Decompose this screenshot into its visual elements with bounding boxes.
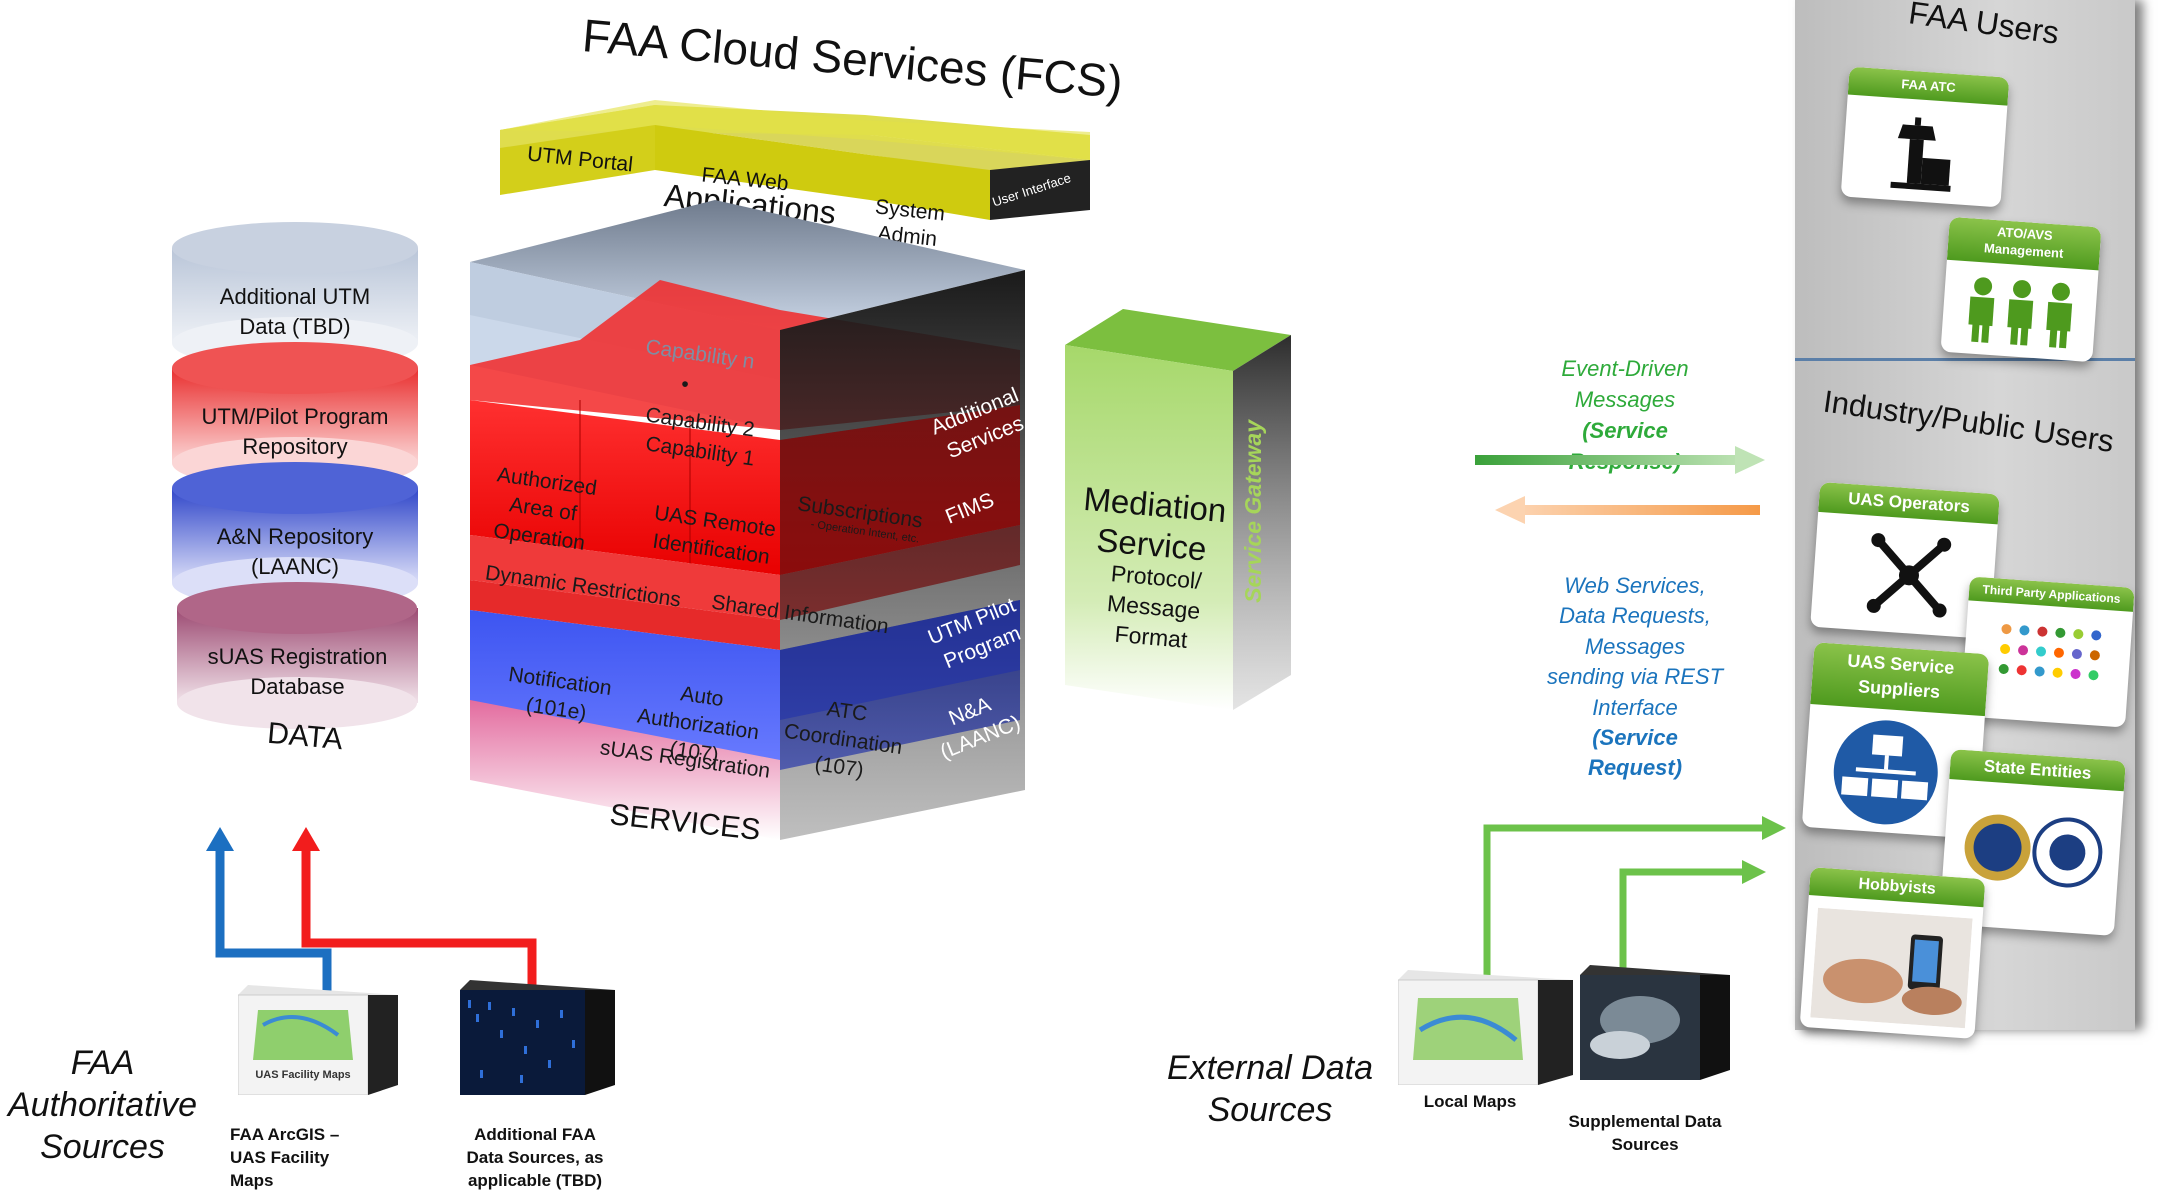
cylinder-an-repository[interactable]: A&N Repository (LAANC): [170, 460, 420, 610]
external-sources-heading: External Data Sources: [1167, 1049, 1373, 1129]
applications-layer: [495, 60, 1095, 230]
response-message-text: Event-Driven Messages: [1561, 356, 1689, 412]
service-atc-coordination[interactable]: ATC Coordination (107): [782, 697, 904, 782]
request-arrow-shape: [1495, 496, 1760, 524]
mediation-box-shape: [1065, 309, 1291, 710]
external-arrows-shape: [1483, 816, 1786, 978]
local-maps-caption: Local Maps: [1423, 1092, 1517, 1111]
card-third-party-apps[interactable]: Third Party Applications: [1960, 576, 2135, 728]
request-arrow: [1495, 494, 1760, 526]
card-state-entities[interactable]: State Entities: [1939, 749, 2126, 936]
services-cube-shape: [470, 200, 1025, 840]
app-icons-grid-icon: [1998, 624, 2102, 681]
cylinder-label: sUAS Registration Database: [207, 644, 388, 699]
response-arrow: [1475, 444, 1765, 476]
service-request-label: (Service Request): [1587, 724, 1683, 781]
capability-dot: •: [681, 373, 689, 396]
management-team-icon: [1968, 277, 2073, 349]
service-authorized-area[interactable]: Authorized Area of Operation: [491, 463, 599, 555]
network-hierarchy-icon: [1833, 720, 1938, 825]
card-uas-operators[interactable]: UAS Operators: [1810, 481, 2000, 640]
card-faa-atc[interactable]: FAA ATC: [1840, 66, 2010, 208]
control-tower-icon: [1890, 117, 1951, 192]
cylinder-label: A&N Repository (LAANC): [216, 524, 374, 579]
supplemental-data-caption: Supplemental Data Sources: [1568, 1112, 1722, 1154]
faa-arcgis-box[interactable]: UAS Facility Maps: [237, 985, 398, 1096]
satellite-image-icon: [1580, 965, 1730, 1080]
cylinder-shape: [172, 462, 418, 609]
hobbyist-photo-icon: [1810, 907, 1973, 1029]
applications-slab-shape: [500, 100, 1090, 220]
supplemental-data-box[interactable]: [1580, 965, 1730, 1080]
data-stack: Additional UTM Data (TBD) UTM/Pilot Prog…: [170, 220, 425, 729]
additional-faa-data-box[interactable]: [460, 980, 615, 1095]
response-arrow-shape: [1475, 446, 1765, 474]
card-title: UAS Service Suppliers: [1810, 642, 1990, 717]
cylinder-shape: [177, 582, 418, 729]
faa-sources-heading: FAA Authoritative Sources: [8, 1044, 197, 1166]
card-ato-avs[interactable]: ATO/AVS Management: [1940, 216, 2102, 363]
source-arrows: [200, 825, 550, 995]
local-maps-box[interactable]: [1397, 970, 1573, 1086]
arcgis-box-label: UAS Facility Maps: [255, 1069, 351, 1081]
services-cube: [460, 200, 1040, 850]
faa-arcgis-caption: FAA ArcGIS – UAS Facility Maps: [230, 1125, 340, 1190]
mediation-service-box[interactable]: [1063, 305, 1293, 715]
additional-faa-caption: Additional FAA Data Sources, as applicab…: [466, 1125, 604, 1190]
drone-icon: [1866, 533, 1952, 618]
card-title: ATO/AVS Management: [1946, 216, 2102, 271]
request-message-text: Web Services, Data Requests, Messages se…: [1546, 572, 1724, 720]
cylinder-suas-registration[interactable]: sUAS Registration Database: [175, 580, 420, 730]
agency-seals-icon: [1964, 814, 2103, 888]
binary-data-box-icon: [460, 980, 615, 1095]
mediation-subtitle: Protocol/ Message Format: [1106, 560, 1203, 653]
cylinder-label: UTM/Pilot Program Repository: [201, 404, 389, 459]
local-map-icon: [1397, 970, 1573, 1086]
cylinder-label: Additional UTM Data (TBD): [219, 284, 371, 339]
card-hobbyists[interactable]: Hobbyists: [1799, 867, 1986, 1039]
card-uas-service-suppliers[interactable]: UAS Service Suppliers: [1801, 642, 1990, 839]
arcgis-box-shape: [237, 985, 398, 1096]
external-arrows: [1480, 810, 1790, 980]
source-arrows-shape: [206, 827, 537, 993]
users-divider: [1795, 358, 2135, 361]
service-gateway-label: Service Gateway: [1240, 420, 1266, 603]
